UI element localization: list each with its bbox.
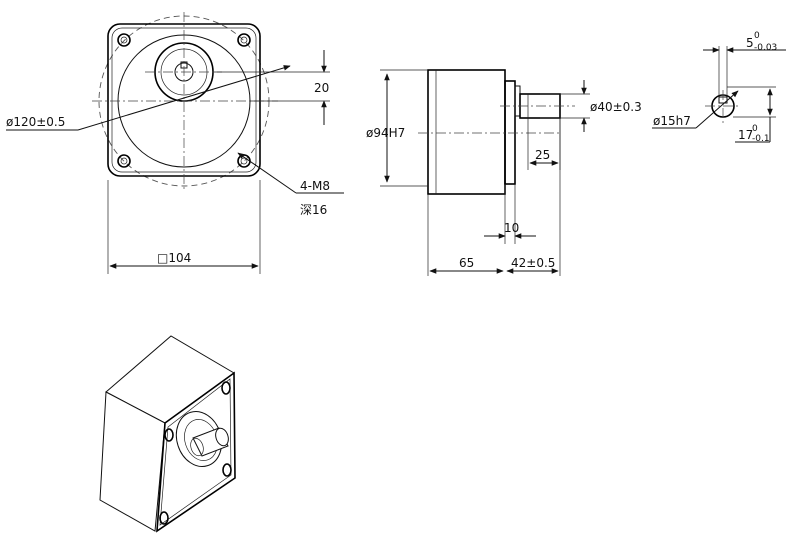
pilot-dim: ø94H7 [366,126,405,140]
boss-dim: ø40±0.3 [590,100,642,114]
iso-hole-br [222,463,232,477]
key-width-sub: -0.03 [754,43,777,53]
key-height-sup: 0 [752,124,758,134]
iso-hole-tr [221,381,231,395]
key-width-sup: 0 [754,31,760,41]
front-square-outline [107,23,261,177]
flange-dim: 10 [504,221,519,235]
square-dim: □104 [157,251,191,265]
depth-dim: 深16 [300,203,327,217]
motor-body [427,69,506,195]
key-height-sub: -0.1 [752,134,770,144]
screw-dim: 4-M8 [300,179,330,193]
mounting-hole-tl [117,33,131,47]
front-square-inner [111,27,257,173]
shaft-section: 5 0 -0.03 17 0 -0.1 ø15h7 [652,31,786,144]
side-view: ø94H7 ø40±0.3 25 10 65 42±0.5 [366,69,642,276]
key-width-dim: 5 [746,36,754,50]
front-view: 20 ø120±0.5 4-M8 深16 □104 [6,12,344,274]
iso-left-face [99,391,166,532]
pcd-dim: ø120±0.5 [6,115,65,129]
key-height-dim: 17 [738,128,753,142]
iso-hole-tl [164,428,174,442]
mounting-hole-bl [117,154,131,168]
flange [504,80,516,185]
isometric-view [99,335,236,533]
mounting-hole-tr [237,33,251,47]
shaft-length-dim: 42±0.5 [511,256,555,270]
shaft-diameter-dim: ø15h7 [653,114,691,128]
iso-hole-bl [159,511,169,525]
key-length-dim: 25 [535,148,550,162]
key-offset-dim: 20 [314,81,329,95]
body-length-dim: 65 [459,256,474,270]
